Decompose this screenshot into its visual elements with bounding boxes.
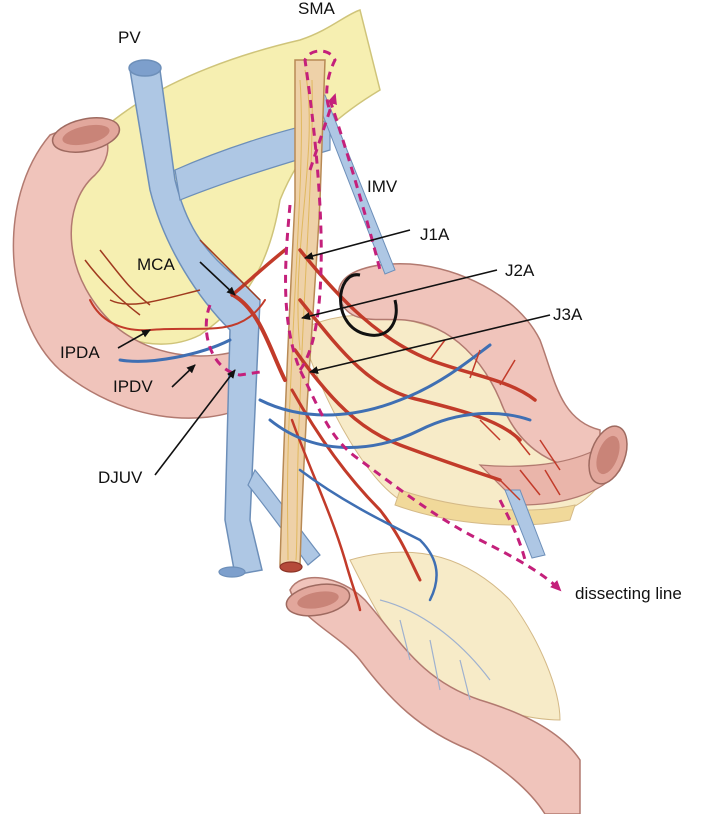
label-ipda: IPDA	[60, 343, 100, 362]
label-pv: PV	[118, 28, 141, 47]
vein-lumen-bottom	[218, 566, 246, 578]
sma-lumen	[279, 561, 303, 573]
label-djuv: DJUV	[98, 468, 143, 487]
arteries	[89, 248, 537, 612]
portal-vein-lumen	[128, 59, 162, 77]
ipda-arrow	[117, 329, 151, 349]
label-j2a: J2A	[505, 261, 535, 280]
label-imv: IMV	[367, 177, 398, 196]
jejunum-lower	[289, 576, 581, 814]
j2a-arrow	[301, 269, 498, 320]
vessel-clamp	[339, 273, 398, 337]
arcades	[429, 339, 561, 501]
label-dissecting-line: dissecting line	[575, 584, 682, 603]
label-mca: MCA	[137, 255, 175, 274]
jejunum-upper	[337, 263, 601, 471]
label-j1a: J1A	[420, 225, 450, 244]
ipdv-arrow	[171, 364, 196, 388]
mca-arrow	[199, 261, 236, 296]
lower-arcades	[379, 599, 491, 701]
j3a-arrow	[309, 314, 551, 375]
veins	[118, 338, 532, 602]
label-sma: SMA	[298, 0, 336, 18]
j1a-arrow	[304, 229, 411, 260]
duodenum	[12, 126, 251, 419]
label-j3a: J3A	[553, 305, 583, 324]
dissecting-line	[204, 49, 562, 592]
portal-vein	[129, 69, 263, 576]
label-ipdv: IPDV	[113, 377, 153, 396]
ipda-branches	[84, 239, 261, 316]
djuv-arrow	[154, 369, 236, 476]
